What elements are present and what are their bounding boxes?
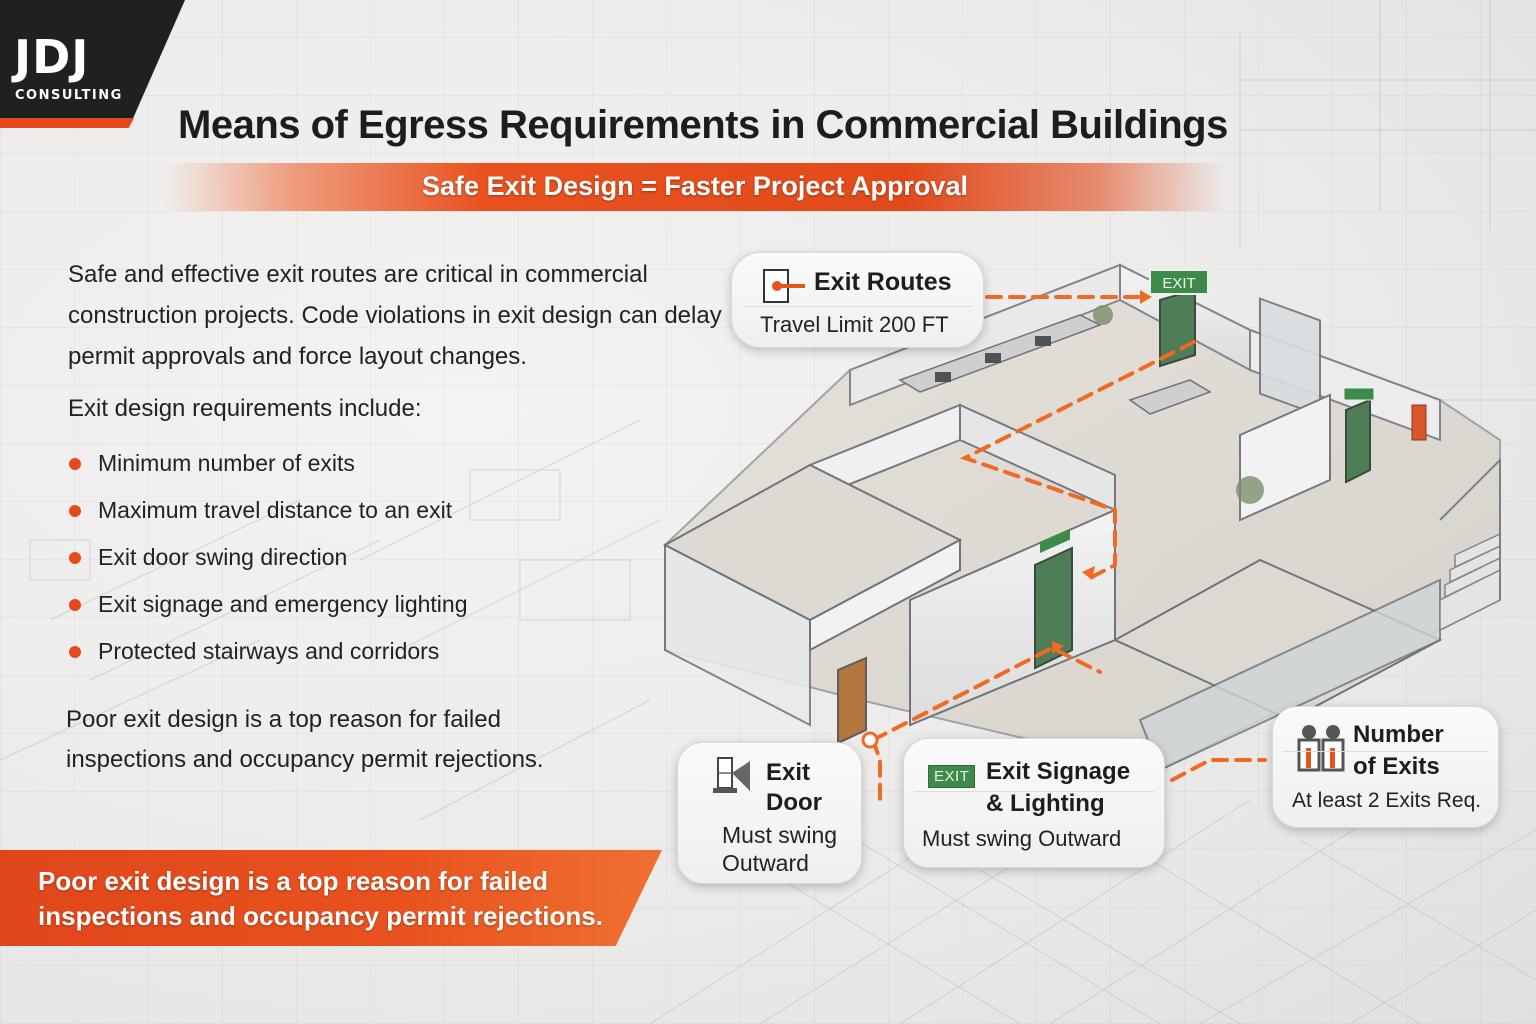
exit-door-title: Exit Door — [766, 759, 822, 816]
building-cutaway-illustration: EXIT — [662, 263, 1501, 807]
list-item: Minimum number of exits — [68, 440, 468, 487]
bullet-icon — [69, 504, 81, 517]
exit-sign-top: EXIT — [1162, 275, 1195, 292]
list-item-label: Maximum travel distance to an exit — [98, 497, 453, 523]
list-item-label: Protected stairways and corridors — [98, 638, 440, 664]
list-item: Maximum travel distance to an exit — [68, 487, 468, 534]
subtitle-banner: Safe Exit Design = Faster Project Approv… — [165, 163, 1225, 211]
list-item-label: Exit signage and emergency lighting — [98, 591, 468, 617]
exit-routes-title: Exit Routes — [814, 268, 952, 296]
intro-paragraph: Safe and effective exit routes are criti… — [68, 261, 722, 370]
exit-door-icon — [713, 757, 750, 793]
card-divider — [914, 791, 1154, 792]
callout-text: Poor exit design is a top reason for fai… — [38, 866, 603, 931]
exit-signage-subtitle: Must swing Outward — [922, 826, 1122, 851]
note-paragraph: Poor exit design is a top reason for fai… — [66, 706, 544, 773]
number-of-exits-subtitle: At least 2 Exits Req. — [1292, 789, 1482, 812]
exit-routes-subtitle: Travel Limit 200 FT — [760, 312, 949, 337]
bullet-icon — [69, 457, 81, 470]
requirements-heading: Exit design requirements include: — [68, 395, 422, 422]
exit-routes-card: Exit Routes Travel Limit 200 FT — [731, 252, 984, 348]
exit-sign-icon: EXIT — [928, 765, 976, 788]
logo-wordmark: JDJ — [14, 30, 90, 84]
list-item-label: Minimum number of exits — [98, 450, 355, 476]
exit-door-card: Exit Door Must swing Outward — [677, 742, 862, 884]
list-item: Exit signage and emergency lighting — [68, 581, 468, 628]
requirements-list: Minimum number of exits Maximum travel d… — [68, 440, 468, 675]
bullet-icon — [69, 598, 81, 611]
logo-tagline: CONSULTING — [15, 88, 123, 103]
exit-signage-title: Exit Signage & Lighting — [986, 758, 1131, 817]
logo-accent-stripe — [0, 118, 134, 128]
exit-signage-card: EXIT Exit Signage & Lighting Must swing … — [903, 738, 1165, 868]
brand-logo: JDJ CONSULTING — [0, 0, 185, 128]
list-item-label: Exit door swing direction — [98, 544, 348, 570]
callout-banner: Poor exit design is a top reason for fai… — [0, 850, 662, 946]
page-title: Means of Egress Requirements in Commerci… — [178, 103, 1228, 147]
number-of-exits-card: Number of Exits At least 2 Exits Req. — [1272, 706, 1499, 828]
page-subtitle: Safe Exit Design = Faster Project Approv… — [422, 171, 968, 201]
exit-route-icon — [763, 269, 805, 303]
list-item: Protected stairways and corridors — [68, 628, 468, 675]
card-divider — [742, 306, 973, 307]
bullet-icon — [69, 551, 81, 564]
bullet-icon — [69, 645, 81, 658]
list-item: Exit door swing direction — [68, 534, 468, 581]
number-of-exits-icon — [1297, 725, 1345, 772]
number-of-exits-title: Number of Exits — [1353, 721, 1444, 780]
card-divider — [1283, 751, 1488, 752]
exit-door-subtitle: Must swing Outward — [722, 822, 838, 876]
